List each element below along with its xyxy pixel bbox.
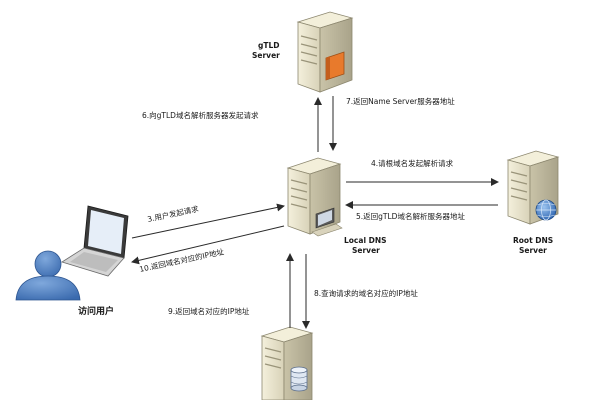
globe-icon [535, 199, 557, 221]
local-dns-label-line1: Local DNS [344, 236, 387, 245]
user-label: 访问用户 [78, 305, 114, 317]
step-6-label: 6.向gTLD域名解析服务器发起请求 [142, 110, 259, 120]
arrow-step10 [131, 225, 285, 265]
laptop-icon [61, 205, 129, 277]
step-7-label: 7.返回Name Server服务器地址 [346, 96, 455, 106]
root-dns-label-line1: Root DNS [513, 236, 553, 245]
step-4-label: 4.请根域名发起解析请求 [371, 158, 454, 168]
step-9-label: 9.返回域名对应的IP地址 [168, 306, 250, 316]
local-dns-label-line2: Server [352, 246, 380, 255]
server-icon [296, 11, 354, 93]
user-avatar-icon [15, 250, 81, 301]
arrows [131, 96, 499, 329]
name-server-node [260, 326, 314, 400]
step-3-label: 3.用户发起请求 [146, 203, 200, 224]
gtld-server-label-line2: Server [252, 51, 280, 60]
root-dns-label-line2: Server [519, 246, 547, 255]
step-5-label: 5.返回gTLD域名解析服务器地址 [356, 211, 465, 221]
database-icon [290, 366, 308, 392]
gtld-server-label-line1: gTLD [258, 41, 280, 50]
root-dns-server-node: Root DNS Server [506, 150, 560, 255]
monitor-icon [311, 207, 343, 237]
user-node: 访问用户 [15, 205, 129, 317]
gtld-server-node: gTLD Server [252, 11, 354, 93]
arrow-step3 [131, 203, 285, 239]
step-8-label: 8.查询请求的域名对应的IP地址 [314, 288, 418, 298]
local-dns-server-node: Local DNS Server [286, 157, 387, 255]
